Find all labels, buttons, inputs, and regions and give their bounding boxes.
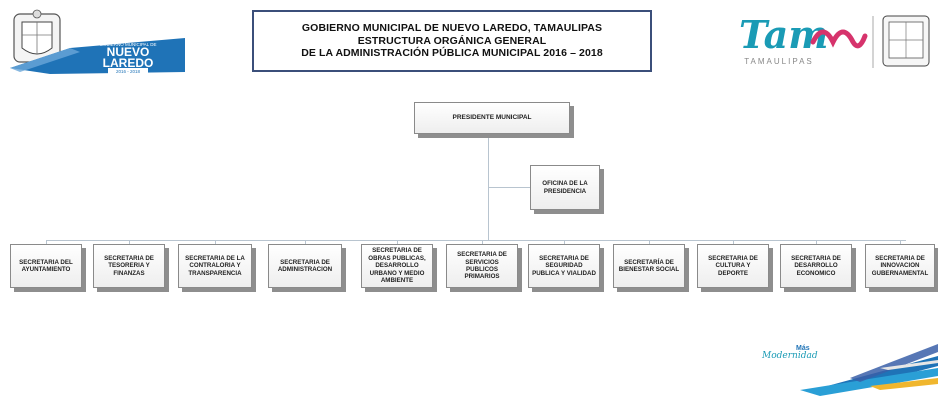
tam-brand: Tam	[739, 12, 828, 57]
connector-drop	[900, 240, 901, 244]
logo-nuevo: NUEVO	[107, 45, 150, 59]
tam-sub: TAMAULIPAS	[744, 57, 814, 66]
org-box-secretaria: SECRETARIA DE SEGURIDAD PUBLICA Y VIALID…	[528, 244, 600, 288]
logo-years: 2016 - 2018	[116, 69, 141, 74]
municipal-seal-icon	[13, 9, 61, 63]
org-box-secretaria: SECRETARIA DE LA CONTRALORIA Y TRANSPARE…	[178, 244, 252, 288]
connector-drop	[129, 240, 130, 244]
connector-drop	[305, 240, 306, 244]
org-box-presidente: PRESIDENTE MUNICIPAL	[414, 102, 570, 134]
connector-office	[489, 187, 531, 188]
connector-horizontal	[46, 240, 906, 241]
org-box-secretaria: SECRETARIA DE DESARROLLO ECONOMICO	[780, 244, 852, 288]
nuevo-laredo-logo: GOBIERNO MUNICIPAL DE NUEVO LAREDO 2016 …	[10, 8, 190, 74]
connector-drop	[816, 240, 817, 244]
connector-drop	[482, 240, 483, 244]
connector-trunk	[488, 135, 489, 241]
logo-laredo: LAREDO	[103, 56, 154, 70]
title-line-3: DE LA ADMINISTRACIÓN PÚBLICA MUNICIPAL 2…	[301, 47, 603, 60]
org-box-secretaria: SECRETARIA DE CULTURA Y DEPORTE	[697, 244, 769, 288]
tamaulipas-logo: Tam TAMAULIPAS	[735, 12, 935, 70]
title-line-1: GOBIERNO MUNICIPAL DE NUEVO LAREDO, TAMA…	[301, 22, 603, 35]
org-box-secretaria: SECRETARÍA DE BIENESTAR SOCIAL	[613, 244, 685, 288]
connector-drop	[649, 240, 650, 244]
slogan: Modernidad	[761, 351, 818, 361]
org-box-oficina: OFICINA DE LA PRESIDENCIA	[530, 165, 600, 210]
org-box-secretaria: SECRETARIA DEL AYUNTAMIENTO	[10, 244, 82, 288]
connector-drop	[397, 240, 398, 244]
chart-title-box: GOBIERNO MUNICIPAL DE NUEVO LAREDO, TAMA…	[252, 10, 652, 72]
connector-drop	[733, 240, 734, 244]
connector-drop	[46, 240, 47, 244]
title-line-2: ESTRUCTURA ORGÁNICA GENERAL	[357, 34, 547, 47]
org-box-secretaria: SECRETARIA DE SERVICIOS PUBLICOS PRIMARI…	[446, 244, 518, 288]
mas-modernidad-logo: Más Modernidad	[760, 338, 938, 396]
org-box-secretaria: SECRETARIA DE TESORERIA Y FINANZAS	[93, 244, 165, 288]
org-box-secretaria: SECRETARIA DE OBRAS PUBLICAS, DESARROLLO…	[361, 244, 433, 288]
connector-drop	[215, 240, 216, 244]
org-box-secretaria: SECRETARIA DE ADMINISTRACION	[268, 244, 342, 288]
logo-small-text: GOBIERNO MUNICIPAL DE	[99, 42, 156, 47]
slogan-top: Más	[796, 345, 810, 352]
connector-drop	[564, 240, 565, 244]
state-seal-icon	[882, 15, 930, 67]
org-box-secretaria: SECRETARIA DE INNOVACION GUBERNAMENTAL	[865, 244, 935, 288]
